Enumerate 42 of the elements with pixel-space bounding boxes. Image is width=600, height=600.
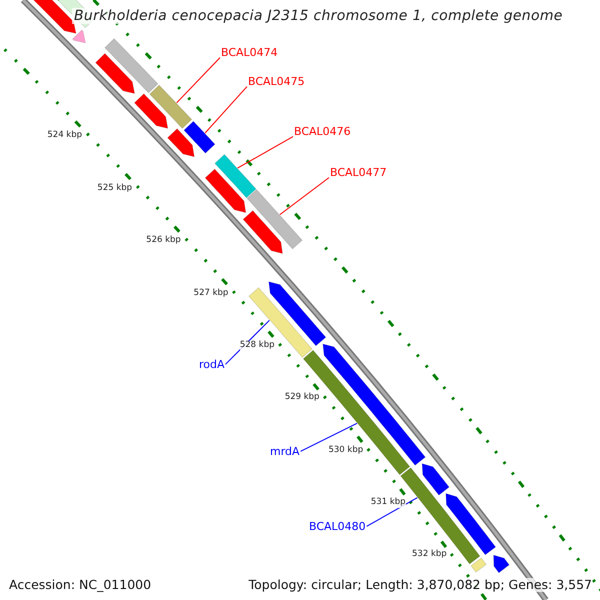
gene-label: mrdA: [270, 446, 300, 459]
scale-label: 530 kbp: [328, 446, 364, 456]
gene-feature: [446, 493, 496, 556]
gene-feature: [95, 53, 135, 94]
gene-feature: [167, 128, 195, 158]
gene-label: BCAL0477: [330, 167, 387, 180]
gene-feature: [134, 93, 168, 129]
gene-label: BCAL0480: [309, 521, 366, 534]
leader-line: [176, 57, 220, 104]
gene-label: rodA: [199, 359, 225, 372]
scale-label: 527 kbp: [194, 288, 228, 298]
gene-feature: [322, 344, 426, 466]
scale-label: 532 kbp: [412, 550, 447, 560]
footer-text: Accession: NC_011000: [9, 578, 152, 592]
scale-label: 525 kbp: [97, 184, 132, 194]
scale-label: 531 kbp: [370, 498, 406, 508]
gene-label: BCAL0474: [221, 47, 278, 60]
leader-line: [366, 497, 418, 527]
gene-feature: [104, 38, 158, 94]
leader-line: [300, 422, 358, 452]
gene-feature: [149, 84, 192, 129]
gene-feature: [246, 189, 303, 250]
gene-feature: [72, 30, 86, 44]
leader-line: [204, 86, 248, 134]
gene-feature: [302, 350, 410, 476]
title: Burkholderia cenocepacia J2315 chromosome 1, complete genome: [72, 8, 565, 24]
gene-feature: [184, 120, 216, 154]
gene-feature: [242, 210, 283, 254]
gene-feature: [470, 557, 487, 573]
footer-text: Topology: circular; Length: 3,870,082 bp; Genes: 3,557: [248, 578, 592, 592]
scale-label: 528 kbp: [240, 341, 274, 351]
gene-label: BCAL0476: [294, 126, 351, 139]
scale-label: 529 kbp: [284, 393, 320, 404]
gene-label: BCAL0475: [248, 76, 305, 89]
gene-feature: [493, 554, 510, 574]
scale-label: 524 kbp: [47, 131, 82, 142]
gene-feature: [204, 168, 246, 213]
scale-label: 526 kbp: [146, 236, 181, 246]
gene-feature: [214, 154, 256, 198]
leader-line: [237, 136, 294, 169]
leader-line: [279, 177, 330, 216]
gene-feature: [422, 463, 450, 496]
